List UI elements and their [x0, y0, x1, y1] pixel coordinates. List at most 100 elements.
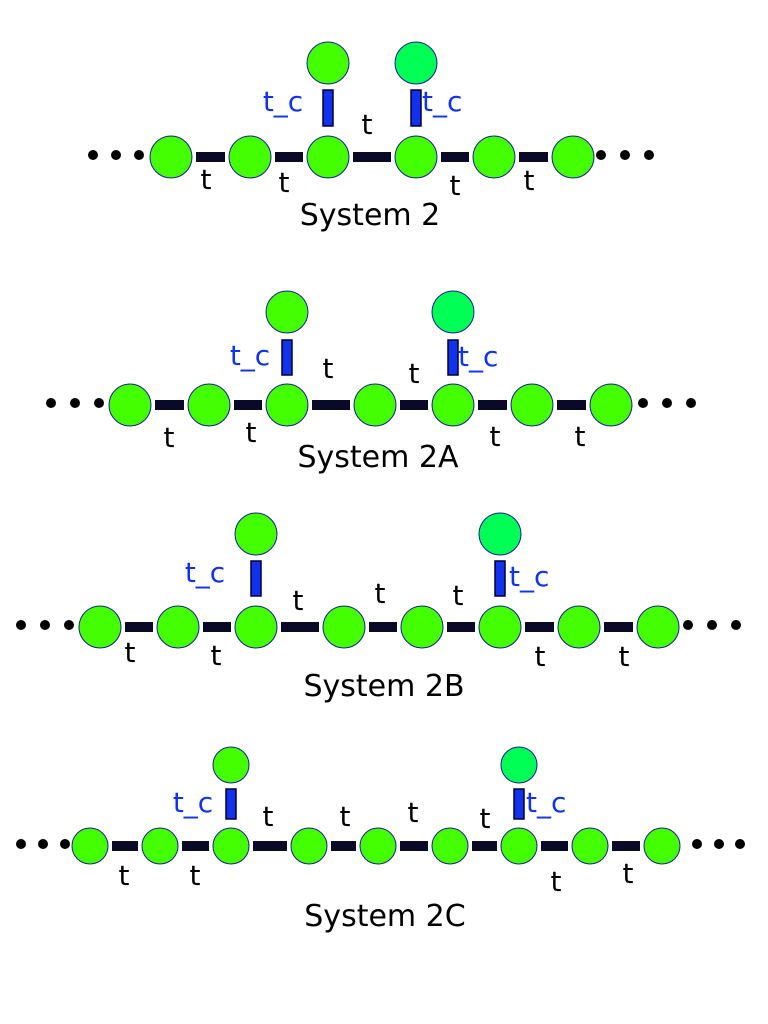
hopping-bond [353, 152, 391, 162]
coupling-label: t_c [526, 786, 566, 819]
hopping-bond [525, 622, 554, 632]
chain-site [141, 827, 179, 865]
system-title: System 2A [297, 440, 458, 475]
coupling-bond [281, 339, 293, 376]
hopping-bond [281, 622, 319, 632]
hopping-bond [472, 841, 497, 851]
hopping-bond [312, 400, 350, 410]
hopping-bond [331, 841, 356, 851]
hopping-label: t [125, 636, 136, 669]
hopping-label: t [409, 357, 420, 390]
hopping-label: t [293, 584, 304, 617]
left-ellipsis-dot [40, 620, 50, 630]
right-ellipsis-dot [596, 150, 606, 160]
system-title: System 2B [303, 669, 464, 704]
hopping-label: t [190, 859, 201, 892]
system-title: System 2 [300, 198, 441, 233]
hopping-bond [253, 841, 287, 851]
hopping-bond [275, 152, 303, 162]
chain-site [71, 827, 109, 865]
chain-site [306, 135, 350, 179]
hopping-bond [234, 400, 262, 410]
right-ellipsis-dot [638, 398, 648, 408]
chain-site [359, 827, 397, 865]
right-ellipsis-dot [692, 839, 702, 849]
left-ellipsis-dot [46, 398, 56, 408]
left-ellipsis-dot [88, 150, 98, 160]
hopping-label: t [375, 577, 386, 610]
left-ellipsis-dot [70, 398, 80, 408]
coupling-bond [447, 339, 459, 376]
hopping-label: t [119, 859, 130, 892]
hopping-label: t [279, 166, 290, 199]
chain-site [322, 605, 366, 649]
chain-site [557, 605, 601, 649]
hopping-label: t [164, 421, 175, 454]
hopping-bond [557, 400, 586, 410]
right-ellipsis-dot [686, 398, 696, 408]
coupling-bond [410, 89, 422, 127]
hopping-bond [612, 841, 640, 851]
left-ellipsis-dot [111, 150, 121, 160]
coupling-bond [322, 89, 334, 127]
chain-site [290, 827, 328, 865]
hopping-label: t [211, 639, 222, 672]
hopping-label: t [480, 802, 491, 835]
hopping-label: t [263, 800, 274, 833]
chain-site [510, 383, 554, 427]
hopping-label: t [450, 169, 461, 202]
coupling-bond [250, 560, 262, 597]
left-ellipsis-dot [134, 150, 144, 160]
system-title: System 2C [304, 899, 465, 934]
coupling-label: t_c [185, 556, 225, 589]
right-ellipsis-dot [714, 839, 724, 849]
coupling-label: t_c [422, 85, 462, 118]
hopping-label: t [524, 164, 535, 197]
hopping-bond [478, 400, 507, 410]
side-coupled-site [306, 41, 350, 85]
chain-site [431, 827, 469, 865]
chain-site [212, 827, 250, 865]
hopping-label: t [490, 420, 501, 453]
coupling-label: t_c [230, 339, 270, 372]
coupling-label: t_c [173, 786, 213, 819]
chain-site [431, 383, 475, 427]
chain-site [571, 827, 609, 865]
hopping-bond [441, 152, 469, 162]
chain-site [234, 605, 278, 649]
chain-site [156, 605, 200, 649]
hopping-label: t [340, 800, 351, 833]
side-coupled-site [265, 290, 309, 334]
chain-site [353, 383, 397, 427]
hopping-label: t [551, 865, 562, 898]
hopping-label: t [535, 640, 546, 673]
side-coupled-site [212, 746, 250, 784]
hopping-bond [400, 400, 428, 410]
hopping-label: t [408, 796, 419, 829]
hopping-bond [112, 841, 138, 851]
chain-site [472, 135, 516, 179]
coupling-bond [513, 788, 525, 820]
coupling-label: t_c [458, 340, 498, 373]
chain-site [265, 383, 309, 427]
left-ellipsis-dot [16, 620, 26, 630]
hopping-label: t [575, 420, 586, 453]
chain-site [636, 605, 680, 649]
right-ellipsis-dot [731, 620, 741, 630]
coupling-bond [225, 788, 237, 820]
left-ellipsis-dot [38, 839, 48, 849]
right-ellipsis-dot [644, 150, 654, 160]
hopping-label: t [362, 108, 373, 141]
hopping-bond [519, 152, 548, 162]
hopping-label: t [246, 416, 257, 449]
chain-site [551, 135, 595, 179]
hopping-bond [604, 622, 633, 632]
left-ellipsis-dot [60, 839, 70, 849]
side-coupled-site [478, 512, 522, 556]
side-coupled-site [234, 512, 278, 556]
hopping-label: t [201, 163, 212, 196]
